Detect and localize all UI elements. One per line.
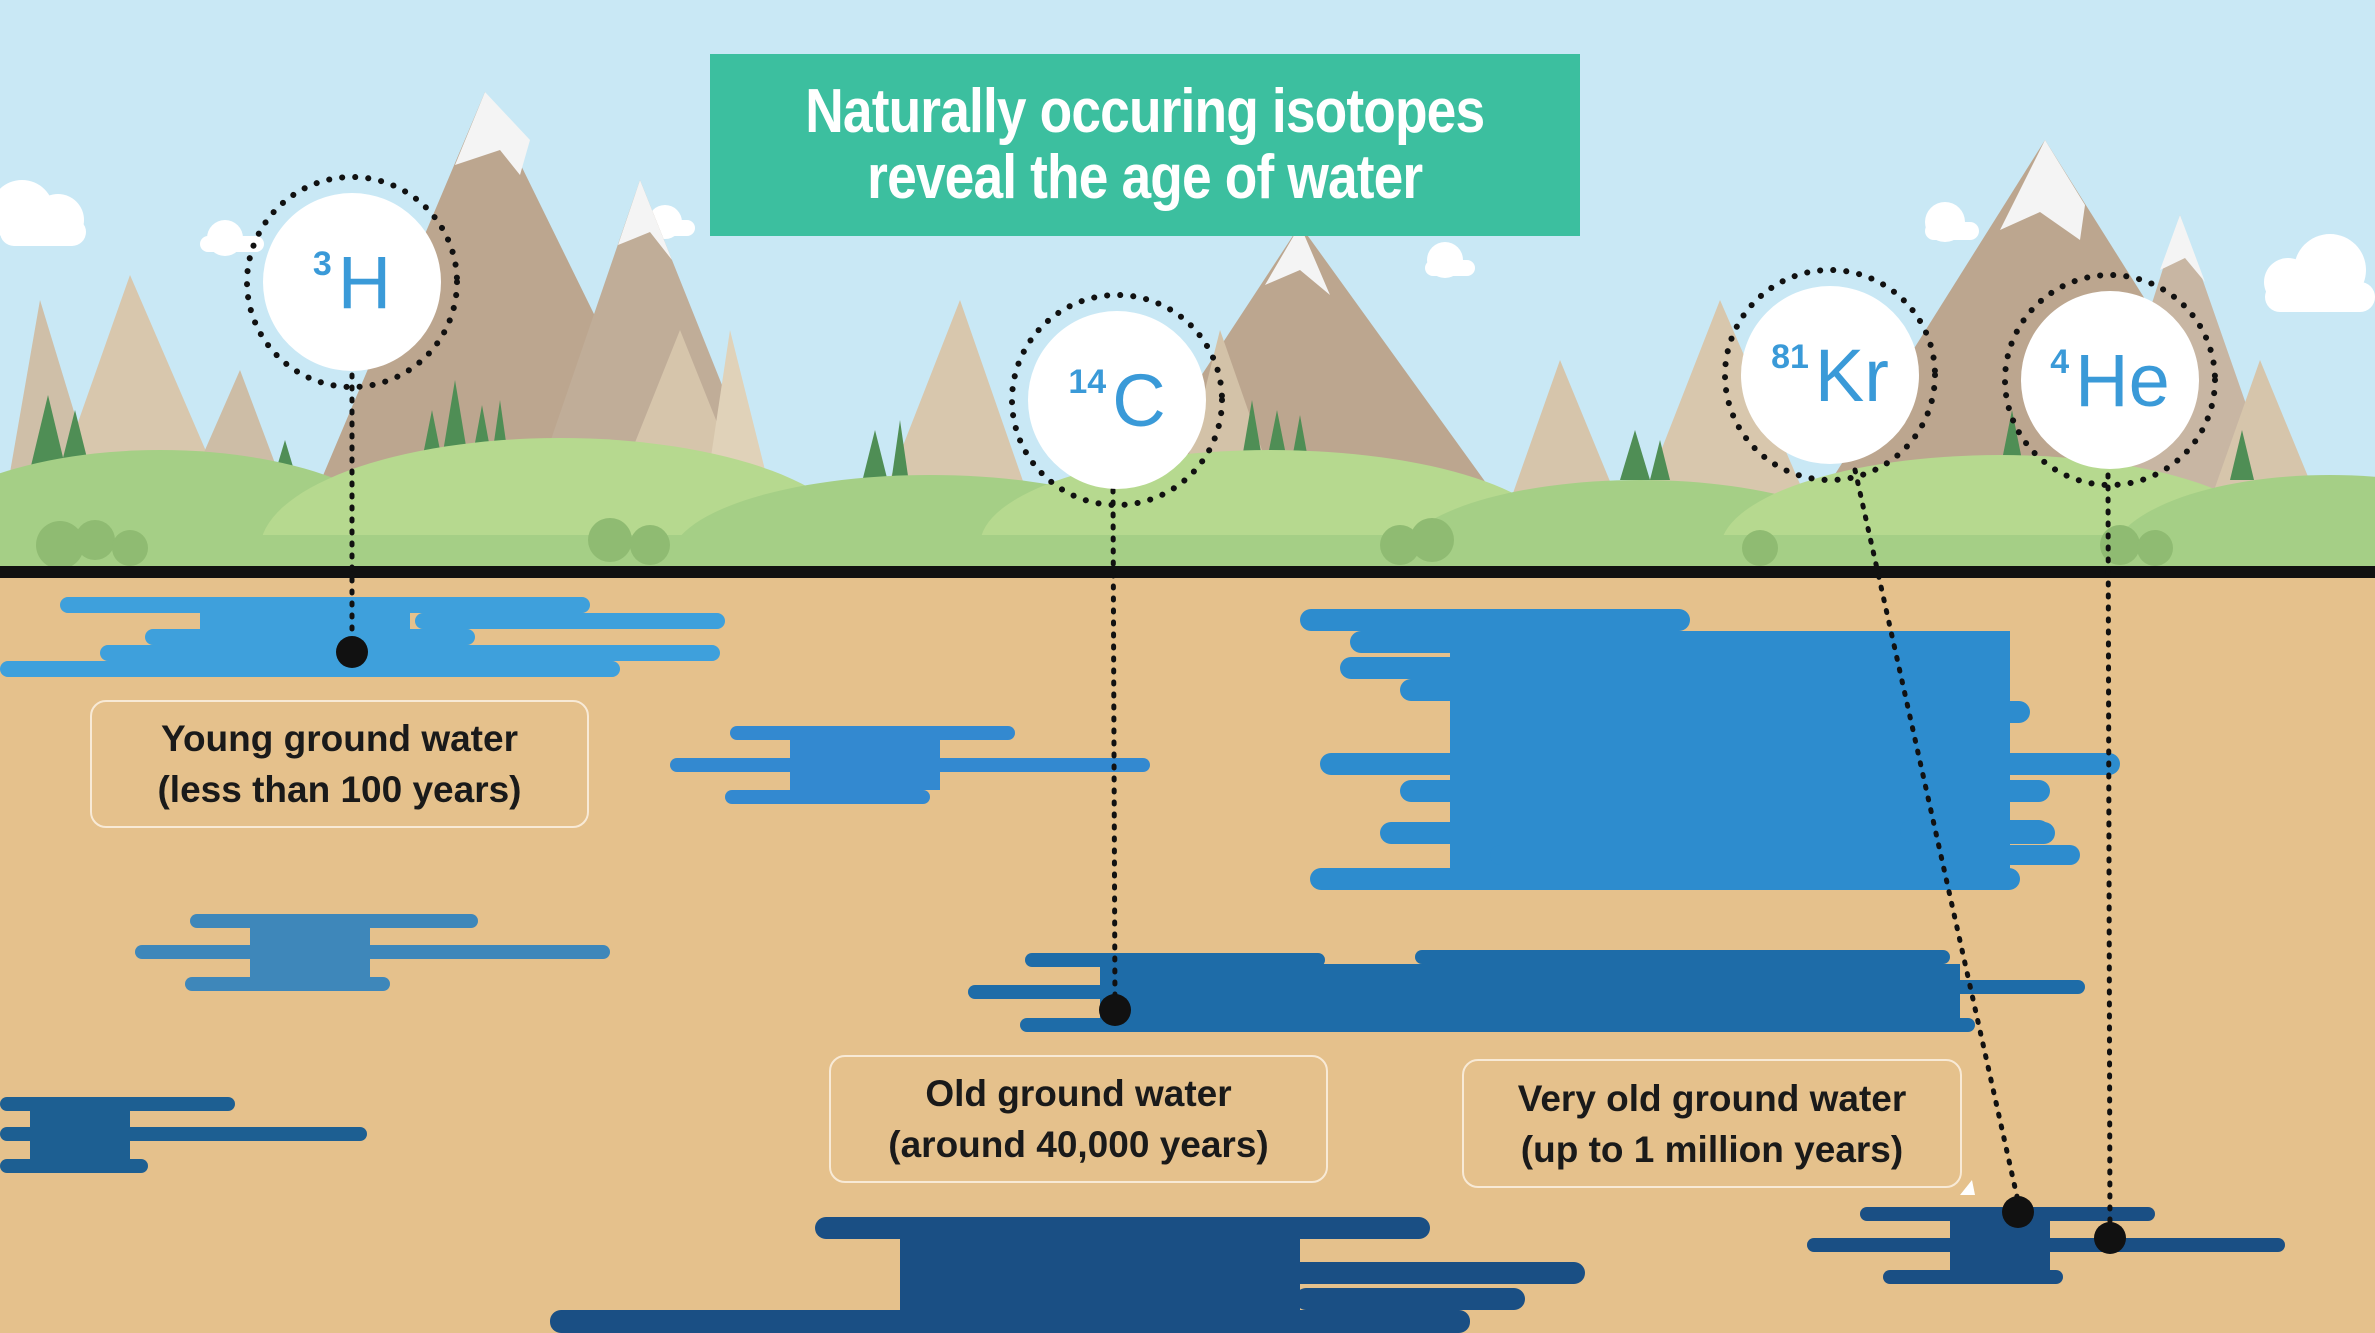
sample-dot xyxy=(1099,994,1131,1026)
isotope-mass: 3 xyxy=(312,244,332,283)
sample-dot xyxy=(2094,1222,2126,1254)
isotope-rings xyxy=(244,174,2218,508)
aquifer-small xyxy=(670,726,1150,804)
bushes xyxy=(36,518,2173,569)
cloud xyxy=(2264,234,2375,312)
ground-line xyxy=(0,566,2375,578)
label-very-old-ground-water: Very old ground water (up to 1 million y… xyxy=(1462,1059,1962,1188)
sample-dot xyxy=(2002,1196,2034,1228)
label-line-2: (around 40,000 years) xyxy=(888,1124,1269,1165)
isotope-symbol: C xyxy=(1112,358,1166,442)
isotope-mass: 4 xyxy=(2050,342,2070,381)
cloud xyxy=(1425,242,1475,278)
cloud xyxy=(0,180,86,246)
sample-dot xyxy=(336,636,368,668)
label-line-1: Old ground water xyxy=(925,1073,1232,1114)
connector-he4 xyxy=(2105,472,2113,1241)
pointer-arrow xyxy=(1960,1180,1975,1195)
title-banner: Naturally occuring isotopes reveal the a… xyxy=(710,54,1580,236)
title-line-2: reveal the age of water xyxy=(867,143,1423,212)
isotope-mass: 81 xyxy=(1771,337,1809,376)
cloud xyxy=(1925,202,1979,242)
label-line-2: (less than 100 years) xyxy=(157,769,522,810)
label-old-ground-water: Old ground water (around 40,000 years) xyxy=(829,1055,1328,1183)
label-young-ground-water: Young ground water (less than 100 years) xyxy=(90,700,589,828)
isotope-mass: 14 xyxy=(1068,362,1107,401)
isotope-symbol: Kr xyxy=(1814,333,1889,417)
aquifer-deepest xyxy=(550,1207,2285,1333)
aquifer-deep xyxy=(968,950,2085,1032)
aquifer-left xyxy=(135,914,610,991)
label-line-1: Young ground water xyxy=(161,718,518,759)
aquifer-young xyxy=(0,597,725,677)
isotope-symbol: H xyxy=(337,240,392,324)
label-line-2: (up to 1 million years) xyxy=(1520,1128,1904,1170)
sample-points xyxy=(336,636,2126,1254)
aquifer-large xyxy=(1300,609,2120,890)
connector-c14 xyxy=(1110,487,1118,1011)
isotope-symbol: He xyxy=(2075,338,2170,422)
cloud xyxy=(200,220,264,256)
aquifer-deep-left xyxy=(0,1097,367,1173)
label-line-1: Very old ground water xyxy=(1517,1077,1907,1119)
title-line-1: Naturally occuring isotopes xyxy=(805,77,1486,146)
connectors xyxy=(349,372,2113,1241)
